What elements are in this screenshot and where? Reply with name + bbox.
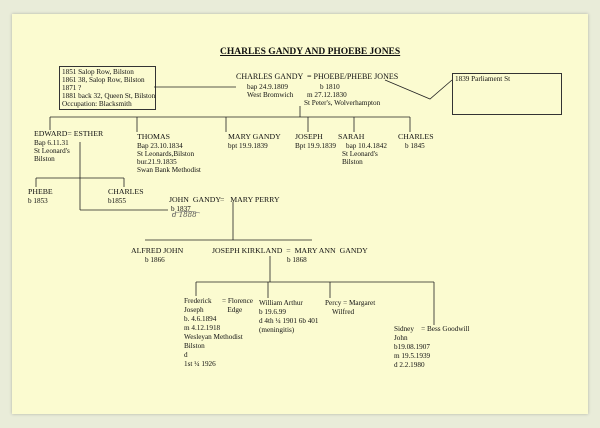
child-detail: bur.21.9.1835 — [137, 158, 177, 166]
person-detail: b. 4.6.1894 — [184, 315, 217, 323]
child-detail: Bilston — [34, 155, 55, 163]
person-detail: = Florence — [222, 297, 253, 305]
person-detail: b 1868 — [287, 256, 307, 264]
handwritten-death-note: d 1888 — [172, 211, 197, 219]
couple-names: JOSEPH KIRKLAND = MARY ANN GANDY — [212, 246, 368, 255]
child-name: THOMAS — [137, 132, 170, 141]
root-marriage-date: m 27.12.1830 — [307, 91, 347, 99]
child-name: CHARLES — [398, 132, 434, 141]
child-detail: St Leonard's — [34, 147, 70, 155]
root-marriage-place: St Peter's, Wolverhampton — [304, 99, 381, 107]
person-detail: b1855 — [108, 197, 126, 205]
child-detail: Bap 23.10.1834 — [137, 142, 183, 150]
person-detail: b 1866 — [145, 256, 165, 264]
child-name: EDWARD= ESTHER — [34, 129, 104, 138]
child-detail: Bilston — [342, 158, 363, 166]
residence-line: 1861 38, Salop Row, Bilston — [62, 76, 145, 84]
person-name: PHEBE — [28, 187, 53, 196]
root-husband-bap: bap 24.9.1809 — [247, 83, 288, 91]
residence-line: 1851 Salop Row, Bilston — [62, 68, 134, 76]
page-title: CHARLES GANDY AND PHOEBE JONES — [220, 47, 401, 57]
parliament-st-text: 1839 Parliament St — [455, 75, 511, 83]
person-detail: Bilston — [184, 342, 205, 350]
person-name: ALFRED JOHN — [131, 246, 184, 255]
person-detail: m 19.5.1939 — [394, 352, 431, 360]
person-detail: 1st ¼ 1926 — [184, 360, 216, 368]
parliament-st-box: 1839 Parliament St — [452, 73, 562, 115]
child-detail: Swan Bank Methodist — [137, 166, 201, 174]
root-husband-name: CHARLES GANDY — [236, 72, 304, 81]
child-name: JOSEPH — [295, 132, 323, 141]
root-husband-place: West Bromwich — [247, 91, 294, 99]
person-detail: m 4.12.1918 — [184, 324, 221, 332]
child-name: SARAH — [338, 132, 365, 141]
child-detail: b 1845 — [405, 142, 425, 150]
residence-line: 1871 ? — [62, 84, 82, 92]
spouse-name: = MARY PERRY — [220, 195, 280, 204]
child-name: MARY GANDY — [228, 132, 281, 141]
child-detail: Bpt 19.9.1839 — [295, 142, 336, 150]
family-tree-sheet: CHARLES GANDY AND PHOEBE JONES 1851 Salo… — [12, 14, 588, 414]
person-detail: Wesleyan Methodist — [184, 333, 243, 341]
person-name: CHARLES — [108, 187, 144, 196]
person-detail: d 4th ¼ 1901 6b 401 — [259, 317, 319, 325]
person-detail: Percy = Margaret — [325, 299, 376, 307]
child-detail: Bap 6.11.31 — [34, 139, 69, 147]
person-detail: (meningitis) — [259, 326, 295, 334]
child-detail: St Leonard's — [342, 150, 378, 158]
person-detail: b 19.6.99 — [259, 308, 286, 316]
occupation-line: Occupation: Blacksmith — [62, 100, 132, 108]
residence-line: 1881 back 32, Queen St, Bilston — [62, 92, 156, 100]
child-detail: bpt 19.9.1839 — [228, 142, 268, 150]
person-detail: b 1837 — [171, 205, 191, 213]
person-detail: Frederick — [184, 297, 212, 305]
root-wife-name: = PHOEBE/PHEBE JONES — [307, 72, 399, 81]
person-detail: b 1853 — [28, 197, 48, 205]
residence-box: 1851 Salop Row, Bilston 1861 38, Salop R… — [59, 66, 156, 110]
child-detail: St Leonards,Bilston — [137, 150, 195, 158]
person-detail: Edge — [222, 306, 243, 314]
person-detail: Wilfred — [325, 308, 355, 316]
person-detail: Joseph — [184, 306, 204, 314]
root-wife-birth: b 1810 — [320, 83, 340, 91]
child-detail: bap 10.4.1842 — [346, 142, 387, 150]
person-detail: b19.08.1907 — [394, 343, 430, 351]
person-name: JOHN GANDY — [169, 195, 221, 204]
person-detail: Sidney = Bess Goodwill — [394, 325, 470, 333]
person-detail: William Arthur — [259, 299, 303, 307]
person-detail: John — [394, 334, 408, 342]
person-detail: d 2.2.1980 — [394, 361, 425, 369]
person-detail: d — [184, 351, 188, 359]
